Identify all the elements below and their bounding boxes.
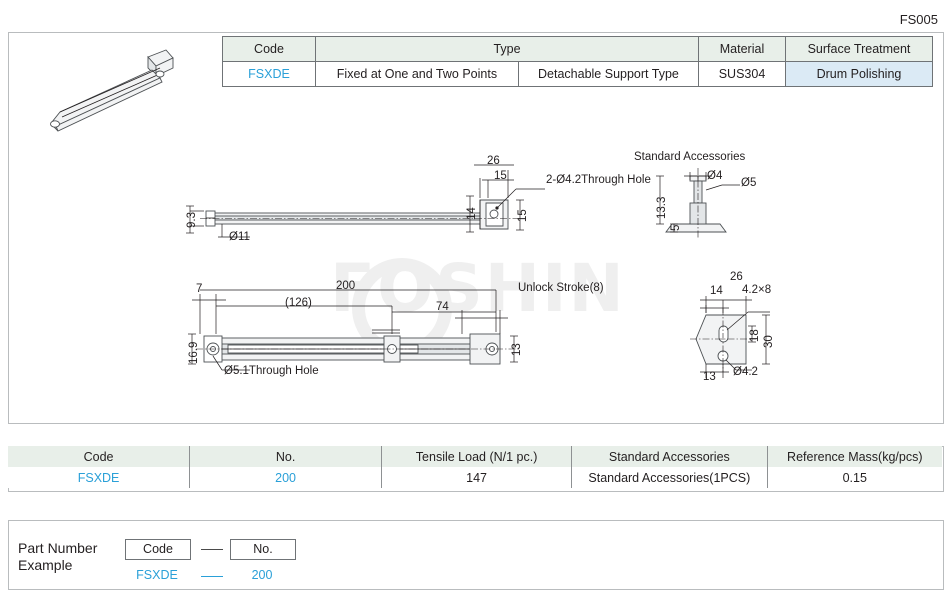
- isometric-product-view: [50, 49, 174, 132]
- spec-header-type: Type: [315, 36, 699, 62]
- spec-value-type1: Fixed at One and Two Points: [315, 61, 519, 87]
- acc-dim-13-3: 13.3: [656, 196, 668, 219]
- acc-dia-4: Ø4: [707, 170, 723, 182]
- bottom-value-no: 200: [189, 467, 383, 488]
- endview-42x8: 4.2×8: [742, 284, 772, 296]
- part-number-frame: [8, 520, 944, 590]
- part-number-separator-value: [201, 576, 223, 577]
- bottom-header-tensile: Tensile Load (N/1 pc.): [381, 446, 573, 467]
- spec-value-type2: Detachable Support Type: [517, 61, 700, 87]
- part-number-title-line2: Example: [18, 557, 73, 573]
- dim-126: (126): [285, 297, 312, 309]
- part-number-title: Part Number Example: [18, 540, 97, 574]
- dim-14: 14: [466, 207, 478, 220]
- spec-value-code: FSXDE: [222, 61, 316, 87]
- dim-9-3: 9.3: [186, 212, 198, 228]
- spec-value-material: SUS304: [698, 61, 786, 87]
- accessories-title: Standard Accessories: [634, 151, 746, 163]
- acc-dia-5: Ø5: [741, 177, 757, 189]
- dim-26-top: 26: [487, 155, 500, 167]
- spec-header-surface: Surface Treatment: [785, 36, 933, 62]
- watermark-text: FOSHIN: [330, 250, 626, 327]
- spec-header-material: Material: [698, 36, 786, 62]
- part-number-title-line1: Part Number: [18, 540, 98, 556]
- endview-dim-18: 18: [749, 329, 761, 342]
- bottom-header-mass: Reference Mass(kg/pcs): [766, 446, 942, 467]
- hole-note-242: 2-Ø4.2Through Hole: [546, 174, 651, 186]
- part-number-box-no: No.: [230, 539, 296, 560]
- dim-7: 7: [196, 283, 203, 295]
- endview-dim-26: 26: [730, 271, 743, 283]
- bottom-value-code: FSXDE: [8, 467, 191, 488]
- bottom-value-tensile: 147: [381, 467, 573, 488]
- plan-view: [188, 289, 520, 371]
- dim-200: 200: [336, 280, 356, 292]
- standard-accessory-view: [656, 168, 740, 238]
- spec-value-surface: Drum Polishing: [785, 61, 933, 87]
- spec-table-body-row: FSXDE Fixed at One and Two Points Detach…: [222, 61, 933, 87]
- bottom-table-body-row: FSXDE 200 147 Standard Accessories(1PCS)…: [8, 467, 942, 488]
- endview-dim-30: 30: [763, 335, 775, 348]
- dia-11: Ø11: [229, 231, 250, 243]
- side-elevation-view: [186, 164, 545, 238]
- dim-15-right: 15: [517, 209, 529, 222]
- unlock-stroke-label: Unlock Stroke(8): [518, 282, 604, 294]
- bottom-header-code: Code: [8, 446, 191, 467]
- dim-16-9: 16.9: [188, 341, 200, 364]
- part-number-separator: [201, 549, 223, 550]
- dim-74: 74: [436, 301, 449, 313]
- part-number-value-code: FSXDE: [136, 568, 178, 582]
- dim-13-right: 13: [511, 343, 523, 356]
- spec-header-code: Code: [222, 36, 316, 62]
- acc-dim-5: 5: [670, 224, 682, 231]
- document-code: FS005: [899, 12, 938, 27]
- spec-table: Code Type Material Surface Treatment FSX…: [222, 36, 933, 87]
- end-view: [690, 296, 770, 378]
- bottom-value-accessories: Standard Accessories(1PCS): [571, 467, 768, 488]
- bottom-header-accessories: Standard Accessories: [571, 446, 768, 467]
- bottom-header-no: No.: [189, 446, 383, 467]
- endview-dia-42: Ø4.2: [733, 366, 758, 378]
- through-hole-51: Ø5.1Through Hole: [224, 365, 319, 377]
- part-number-value-no: 200: [251, 568, 273, 582]
- spec-table-header-row: Code Type Material Surface Treatment: [222, 36, 933, 62]
- endview-dim-14: 14: [710, 285, 723, 297]
- bottom-table-header-row: Code No. Tensile Load (N/1 pc.) Standard…: [8, 446, 942, 467]
- endview-dim-13: 13: [703, 371, 716, 383]
- bottom-value-mass: 0.15: [766, 467, 942, 488]
- bottom-table: Code No. Tensile Load (N/1 pc.) Standard…: [8, 446, 942, 488]
- dim-15-top: 15: [494, 170, 507, 182]
- part-number-box-code: Code: [125, 539, 191, 560]
